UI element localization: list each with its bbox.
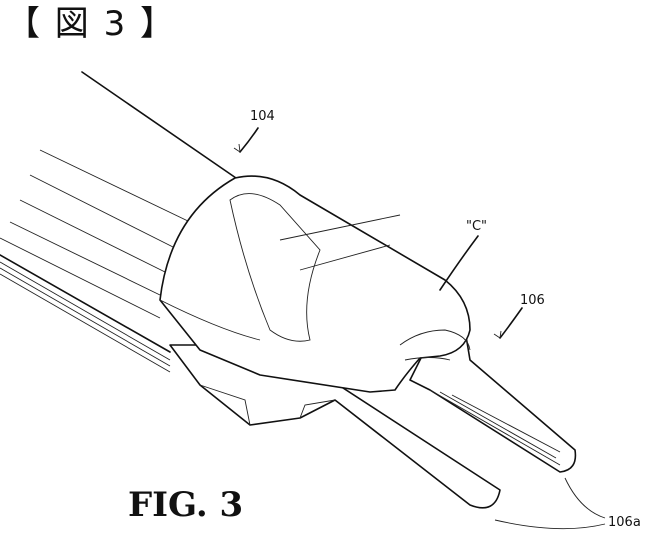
ref-c-label: "C" [466,219,487,234]
ref-104-label: 104 [250,109,275,124]
ref-106-label: 106 [520,293,545,308]
figure-label: FIG. 3 [128,485,243,525]
ref-106a-label: 106a [608,515,641,530]
